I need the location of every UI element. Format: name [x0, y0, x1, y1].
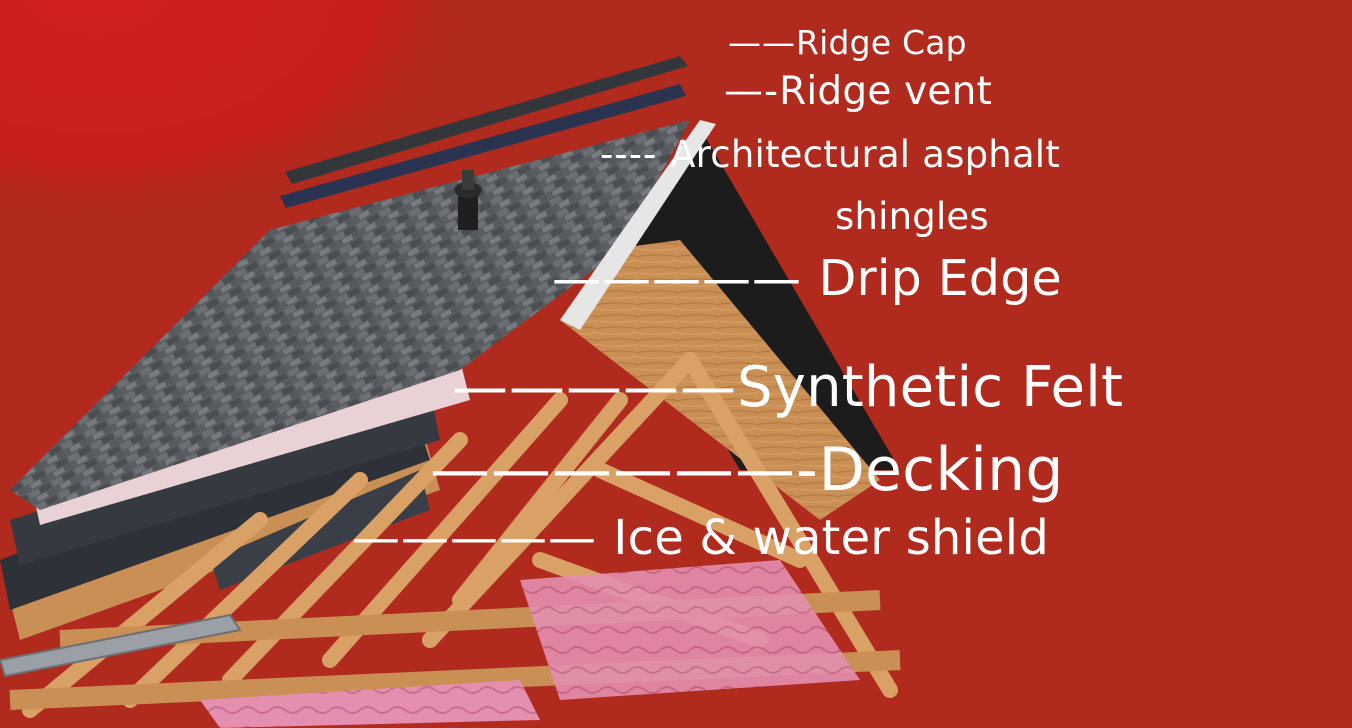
label-synthetic-felt-text: Synthetic Felt: [737, 355, 1124, 420]
leader-drip-edge: —————: [552, 250, 819, 307]
label-synthetic-felt: —————Synthetic Felt: [452, 360, 1123, 416]
label-decking-text: Decking: [818, 435, 1064, 505]
label-shingles-text-line2: shingles: [835, 195, 989, 238]
label-ice-water-shield-text: Ice & water shield: [613, 510, 1050, 566]
label-drip-edge-text: Drip Edge: [818, 250, 1062, 307]
gable-end-wall: [610, 128, 900, 470]
label-ridge-vent: —-Ridge vent: [724, 72, 992, 111]
shingle-roof-plane: [10, 120, 690, 510]
ridge-cap: [285, 56, 688, 184]
leader-ridge-vent: —-: [724, 69, 780, 114]
leader-decking: ——————-: [430, 435, 819, 505]
label-decking: ——————-Decking: [430, 440, 1064, 500]
pink-insulation-floor: [200, 680, 540, 728]
label-drip-edge: ————— Drip Edge: [552, 254, 1062, 303]
decking-board: [560, 240, 880, 520]
leader-shingles: ----: [600, 133, 671, 176]
leader-ice-water-shield: —————: [352, 510, 614, 566]
label-shingles-text: Architectural asphalt: [670, 133, 1060, 176]
pink-insulation: [520, 560, 860, 700]
ridge-vent: [280, 84, 686, 208]
label-shingles-line2: shingles: [835, 198, 989, 235]
leader-synthetic-felt: —————: [452, 355, 737, 420]
label-ice-water-shield: ————— Ice & water shield: [352, 514, 1049, 562]
leader-ridge-cap: ——: [728, 23, 796, 62]
label-ridge-vent-text: Ridge vent: [779, 69, 992, 114]
label-shingles: ---- Architectural asphalt: [600, 136, 1060, 173]
roof-vent: [454, 170, 482, 230]
soffit-vent: [0, 613, 242, 678]
drip-edge-strip: [560, 120, 716, 330]
label-ridge-cap: ——Ridge Cap: [728, 26, 967, 59]
label-ridge-cap-text: Ridge Cap: [796, 23, 967, 62]
